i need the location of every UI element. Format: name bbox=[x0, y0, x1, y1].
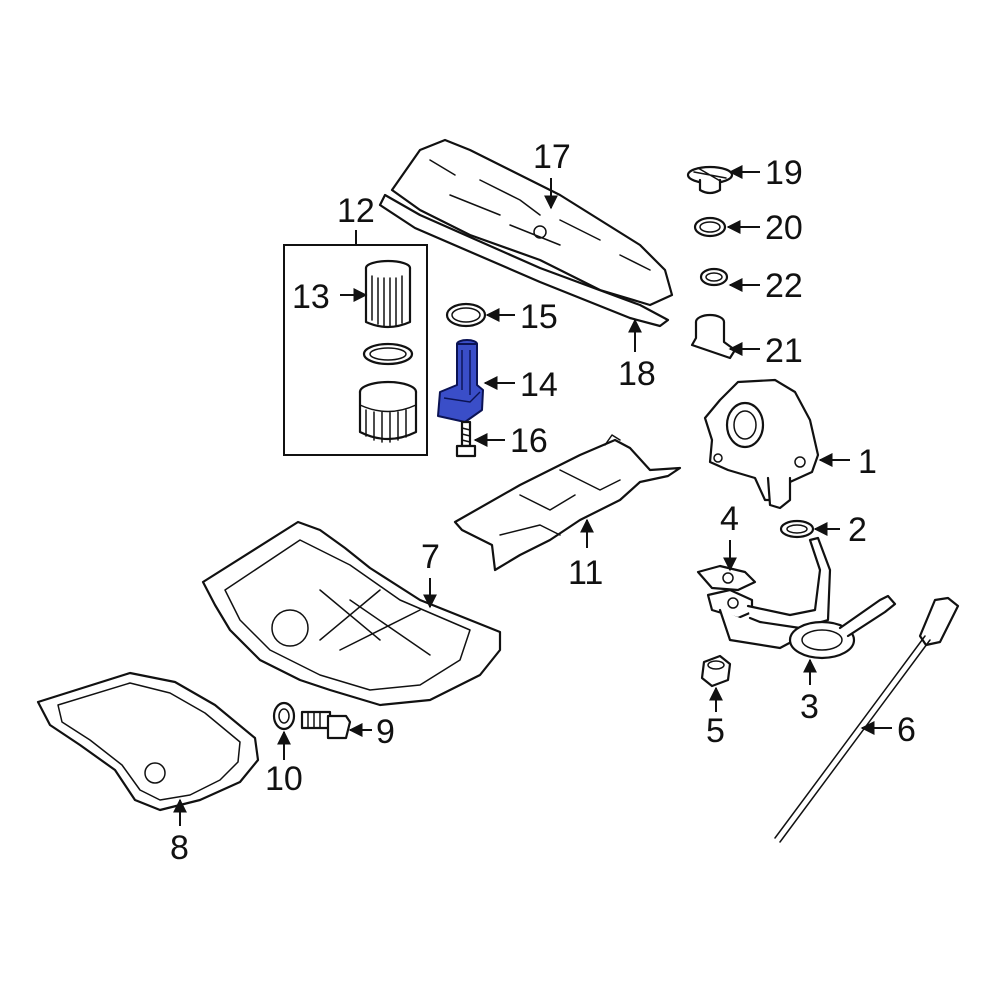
callout-15: 15 bbox=[520, 298, 558, 336]
callout-9: 9 bbox=[376, 713, 395, 751]
part-11-baffle[interactable] bbox=[453, 434, 682, 572]
part-3-pickup-tube[interactable] bbox=[706, 536, 897, 660]
part-7-upper-oil-pan[interactable] bbox=[201, 520, 502, 707]
part-2-o-ring[interactable] bbox=[779, 519, 815, 539]
callout-12: 12 bbox=[337, 192, 375, 230]
callout-11: 11 bbox=[568, 554, 603, 592]
part-1-oil-pump[interactable] bbox=[703, 378, 820, 510]
part-19-filler-cap[interactable] bbox=[686, 165, 734, 195]
callout-7: 7 bbox=[421, 538, 440, 576]
callout-10: 10 bbox=[265, 760, 303, 798]
callout-8: 8 bbox=[170, 829, 189, 867]
part-6-dipstick[interactable] bbox=[774, 596, 960, 843]
callout-1: 1 bbox=[858, 443, 877, 481]
part-20-seal[interactable] bbox=[693, 216, 727, 238]
callout-20: 20 bbox=[765, 209, 803, 247]
part-13-filter-element[interactable] bbox=[364, 259, 412, 329]
leader-lines bbox=[173, 165, 892, 826]
callout-6: 6 bbox=[897, 711, 916, 749]
part-21-filler-tube[interactable] bbox=[690, 313, 737, 360]
callout-14: 14 bbox=[520, 366, 558, 404]
part-4-gasket[interactable] bbox=[696, 564, 757, 592]
callout-2: 2 bbox=[848, 511, 867, 549]
callout-21: 21 bbox=[765, 332, 803, 370]
callout-13: 13 bbox=[292, 278, 330, 316]
callout-3: 3 bbox=[800, 688, 819, 726]
part-10-washer[interactable] bbox=[272, 701, 296, 731]
callout-4: 4 bbox=[720, 500, 739, 538]
callout-5: 5 bbox=[706, 712, 725, 750]
part-17-valve-cover[interactable] bbox=[390, 138, 674, 307]
part-18-gasket[interactable] bbox=[378, 193, 670, 328]
callout-19: 19 bbox=[765, 154, 803, 192]
callout-labels: 17 18 19 20 22 21 12 13 15 14 16 7 11 1 … bbox=[170, 138, 916, 867]
callout-16: 16 bbox=[510, 422, 548, 460]
callout-22: 22 bbox=[765, 267, 803, 305]
filter-o-ring[interactable] bbox=[362, 342, 414, 366]
part-5-nut[interactable] bbox=[700, 654, 732, 688]
part-9-drain-plug[interactable] bbox=[300, 710, 352, 740]
callout-17: 17 bbox=[533, 138, 571, 176]
part-22-seal[interactable] bbox=[699, 267, 729, 287]
part-16-bolt[interactable] bbox=[455, 420, 477, 458]
part-8-lower-oil-pan[interactable] bbox=[36, 671, 260, 812]
callout-18: 18 bbox=[618, 355, 656, 393]
part-14-oil-level-sensor[interactable] bbox=[437, 339, 484, 423]
filter-housing-cap[interactable] bbox=[358, 380, 418, 443]
